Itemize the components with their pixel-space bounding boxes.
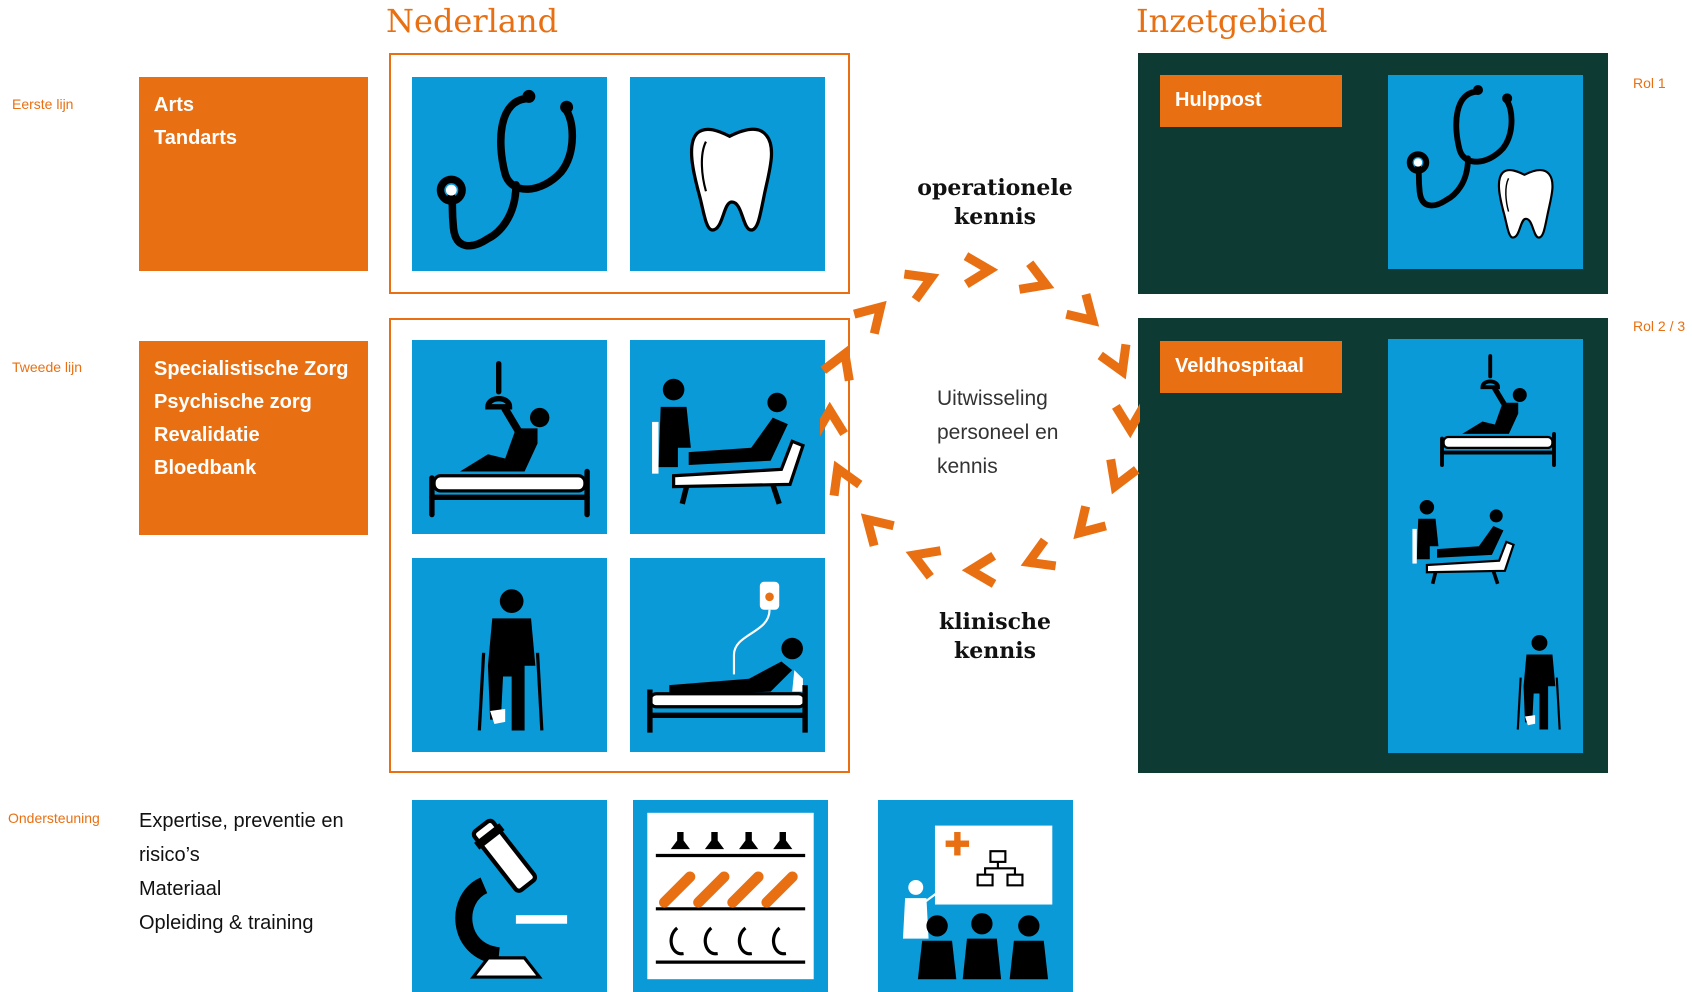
klinische-kennis-line: klinische: [938, 609, 1052, 635]
header-nederland: Nederland: [386, 2, 559, 40]
eerste-lijn-item: Arts: [154, 94, 195, 116]
operationele-kennis-line: operationele: [917, 175, 1073, 201]
chevron-arrow-icon: [1112, 403, 1140, 439]
hospital-bed-patient-icon: [412, 340, 607, 534]
uitwisseling-line: Uitwisseling: [937, 387, 1048, 410]
microscope-icon: [412, 800, 607, 992]
chevron-arrow-icon: [1020, 537, 1057, 571]
chevron-arrow-icon: [853, 300, 887, 335]
material-shelves-icon: [633, 800, 828, 992]
ondersteuning-item: Opleiding & training: [139, 912, 314, 934]
chevron-arrow-icon: [1018, 260, 1055, 294]
ondersteuning-item: Materiaal: [139, 878, 222, 900]
uitwisseling-line: personeel en: [937, 421, 1059, 444]
row-label-rol1: Rol 1: [1633, 75, 1666, 91]
stethoscope-tooth-icon: [1388, 75, 1583, 269]
chevron-arrow-icon: [903, 269, 940, 303]
row-label-tweede-lijn: Tweede lijn: [12, 359, 83, 375]
eerste-lijn-item: Tandarts: [154, 127, 237, 149]
uitwisseling-line: kennis: [937, 455, 998, 478]
training-presentation-icon: [878, 800, 1073, 992]
ondersteuning-item: Expertise, preventie en: [139, 810, 344, 832]
exchange-cycle-arrows: [820, 252, 1140, 588]
chevron-arrow-icon: [820, 345, 854, 382]
klinische-kennis-line: kennis: [954, 638, 1036, 664]
tweede-lijn-item: Bloedbank: [154, 457, 257, 479]
header-inzetgebied: Inzetgebied: [1136, 2, 1328, 40]
chevron-arrow-icon: [820, 401, 848, 437]
chevron-arrow-icon: [961, 552, 997, 588]
ondersteuning-list: Expertise, preventie en risico’s Materia…: [139, 804, 389, 940]
veldhospitaal-label: Veldhospitaal: [1160, 341, 1342, 393]
klinische-kennis-label: klinische kennis: [910, 608, 1080, 666]
tweede-lijn-item: Specialistische Zorg: [154, 358, 349, 380]
chevron-arrow-icon: [860, 513, 895, 547]
chevron-arrow-icon: [1106, 458, 1140, 495]
chevron-arrow-icon: [829, 460, 863, 497]
chevron-arrow-icon: [905, 546, 942, 580]
eerste-lijn-box: Arts Tandarts: [139, 77, 368, 271]
row-label-eerste-lijn: Eerste lijn: [12, 96, 74, 112]
field-hospital-icons: [1388, 339, 1583, 753]
crutches-patient-icon: [412, 558, 607, 752]
stethoscope-icon: [412, 77, 607, 271]
tweede-lijn-item: Revalidatie: [154, 424, 260, 446]
operationele-kennis-label: operationele kennis: [910, 174, 1080, 232]
tweede-lijn-item: Psychische zorg: [154, 391, 312, 413]
iv-drip-patient-icon: [630, 558, 825, 752]
nederland-eerste-lijn-frame: [389, 53, 850, 294]
row-label-ondersteuning: Ondersteuning: [8, 810, 100, 826]
chevron-arrow-icon: [1065, 293, 1100, 327]
operationele-kennis-line: kennis: [954, 204, 1036, 230]
hulppost-label: Hulppost: [1160, 75, 1342, 127]
ondersteuning-item: risico’s: [139, 844, 200, 866]
uitwisseling-label: Uitwisseling personeel en kennis: [937, 382, 1058, 484]
tweede-lijn-box: Specialistische Zorg Psychische zorg Rev…: [139, 341, 368, 535]
row-label-rol23: Rol 2 / 3: [1633, 318, 1686, 334]
chevron-arrow-icon: [1097, 343, 1131, 380]
nederland-tweede-lijn-frame: [389, 318, 850, 773]
chevron-arrow-icon: [963, 252, 999, 288]
patient-visit-icon: [630, 340, 825, 534]
tooth-icon: [630, 77, 825, 271]
chevron-arrow-icon: [1073, 505, 1107, 540]
